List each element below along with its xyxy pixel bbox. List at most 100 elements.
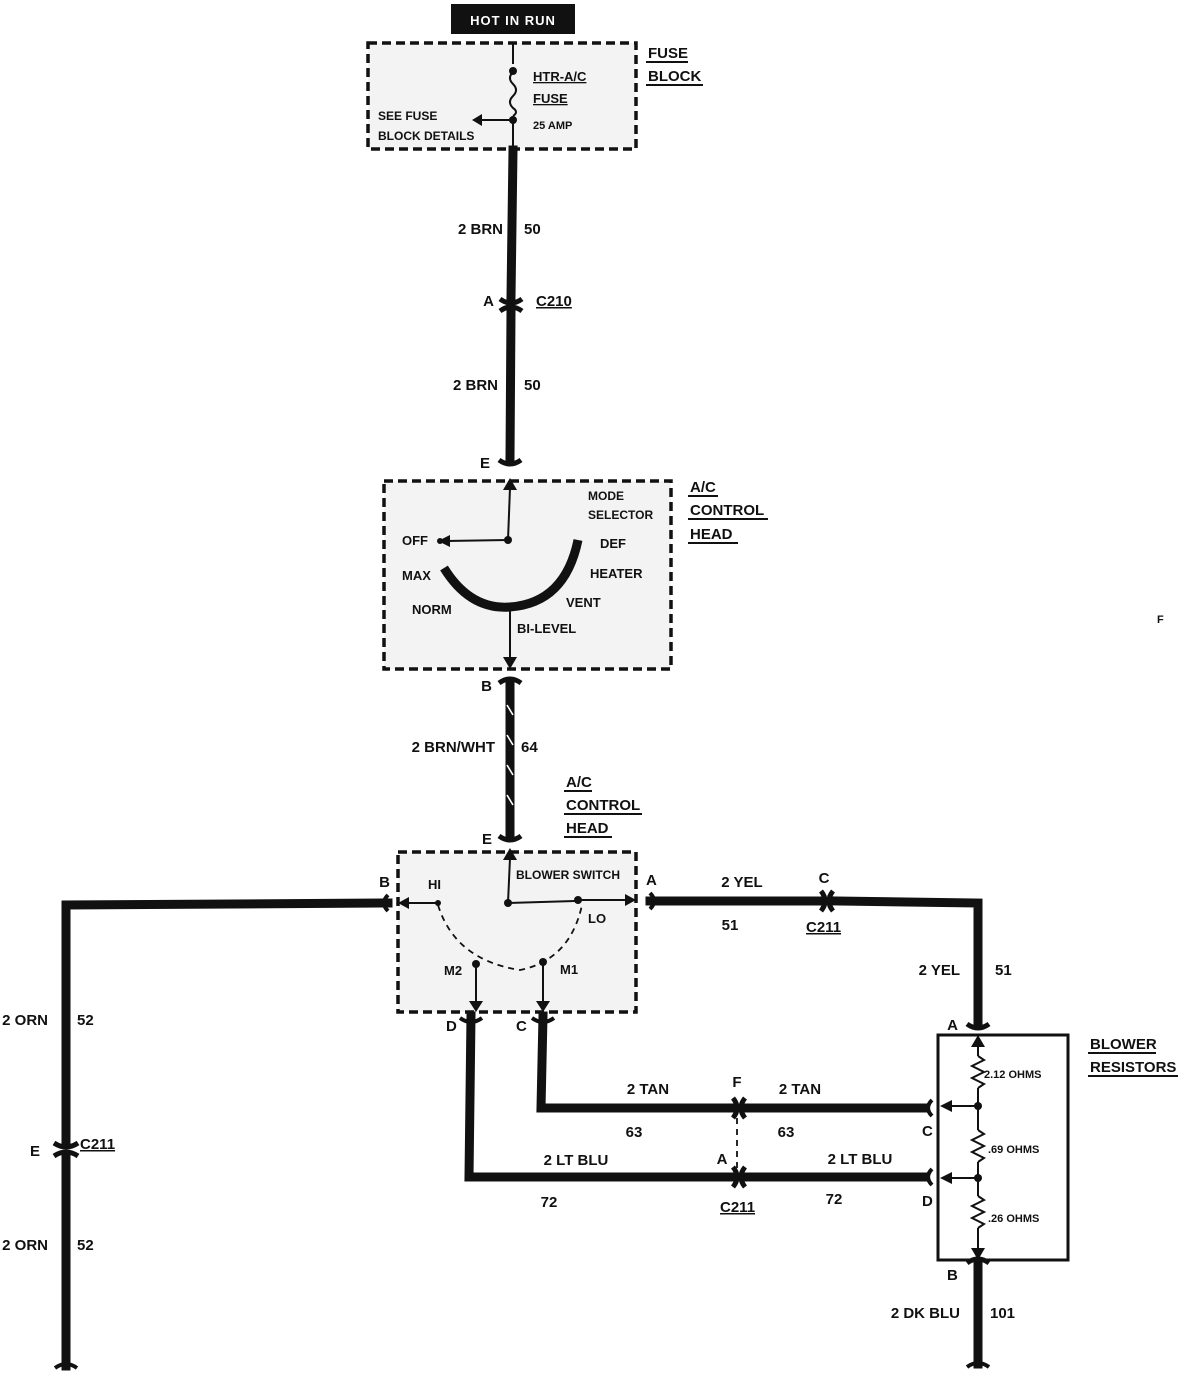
- mode-pin-e: E: [480, 455, 490, 472]
- fuse-name-line2: FUSE: [533, 91, 568, 106]
- wire-101-circuit: 101: [990, 1305, 1015, 1322]
- connector-c211-c: C C211: [806, 870, 841, 936]
- fuse-block: HTR-A/C FUSE 25 AMP SEE FUSE BLOCK DETAI…: [366, 41, 638, 151]
- mode-pin-b: B: [481, 678, 492, 695]
- resistor-2-icon: [969, 1129, 987, 1163]
- fuse-rating: 25 AMP: [533, 120, 572, 132]
- mode-head-title-2: CONTROL: [690, 502, 764, 519]
- wire-50-lower: [505, 307, 516, 463]
- connector-c210: A C210: [483, 293, 572, 314]
- arrow-down-icon: [536, 1001, 550, 1012]
- c211-label-left: C211: [80, 1136, 115, 1153]
- wire-51-circuit-side: 51: [995, 962, 1012, 979]
- blower-pin-d: D: [446, 1018, 457, 1035]
- hot-in-run-label: HOT IN RUN: [470, 13, 556, 28]
- fuse-block-title-2: BLOCK: [648, 68, 701, 85]
- resistor-3-icon: [969, 1195, 987, 1229]
- mode-pos-max: MAX: [402, 568, 431, 583]
- wire-51-circuit-top: 51: [722, 917, 739, 934]
- see-fuse-details-line2: BLOCK DETAILS: [378, 129, 474, 143]
- blower-pos-m2: M2: [444, 963, 462, 978]
- blower-pin-e: E: [482, 831, 492, 848]
- wire-50-color-upper: 2 BRN: [458, 221, 503, 238]
- arrow-down-icon: [469, 1001, 483, 1012]
- blower-head-title-1: A/C: [566, 774, 592, 791]
- arrow-up-icon: [503, 478, 517, 490]
- resistor-pin-c: C: [922, 1123, 933, 1140]
- blower-switch-path: [437, 904, 583, 971]
- blower-pin-a: A: [646, 872, 657, 889]
- resistors-title-2: RESISTORS: [1090, 1059, 1176, 1076]
- wire-64-circuit: 64: [521, 739, 538, 756]
- arrow-left-icon: [472, 114, 482, 126]
- wire-64-stripe: [506, 704, 514, 806]
- wire-63-left: [536, 1011, 735, 1113]
- resistor-1-value: 2.12 OHMS: [984, 1069, 1041, 1081]
- wire-63-circuit-left: 63: [626, 1124, 643, 1141]
- arrow-up-icon: [971, 1035, 985, 1047]
- wire-72-color-right: 2 LT BLU: [828, 1151, 893, 1168]
- resistor-2-value: .69 OHMS: [988, 1144, 1039, 1156]
- wire-101-color: 2 DK BLU: [891, 1305, 960, 1322]
- wire-52-circuit-upper: 52: [77, 1012, 94, 1029]
- wire-51-color-top: 2 YEL: [721, 874, 762, 891]
- wire-51-color-side: 2 YEL: [919, 962, 960, 979]
- mode-head-title-1: A/C: [690, 479, 716, 496]
- stray-mark: F: [1157, 614, 1164, 626]
- wire-50-color-lower: 2 BRN: [453, 377, 498, 394]
- blower-pos-m1: M1: [560, 962, 578, 977]
- wire-50-circuit-lower: 50: [524, 377, 541, 394]
- wire-52-color-upper: 2 ORN: [2, 1012, 48, 1029]
- arrow-down-icon: [971, 1248, 985, 1260]
- blower-pin-b: B: [379, 874, 390, 891]
- blower-pos-lo: LO: [588, 911, 606, 926]
- blower-switch-label: BLOWER SWITCH: [516, 868, 620, 882]
- wire-72-circuit-right: 72: [826, 1191, 843, 1208]
- fuse-name-line1: HTR-A/C: [533, 69, 587, 84]
- mode-selector-arc: [440, 539, 583, 612]
- blower-switch-head: BLOWER SWITCH HI LO M2 M1: [396, 848, 638, 1014]
- resistor-pin-a: A: [947, 1017, 958, 1034]
- resistor-3-value: .26 OHMS: [988, 1213, 1039, 1225]
- c211-pin-c: C: [819, 870, 830, 887]
- wire-63-circuit-right: 63: [778, 1124, 795, 1141]
- wire-72-circuit-left: 72: [541, 1194, 558, 1211]
- see-fuse-details-line1: SEE FUSE: [378, 109, 437, 123]
- wire-63-color-right: 2 TAN: [779, 1081, 821, 1098]
- connector-c211-e: E C211: [30, 1136, 115, 1160]
- blower-pin-c: C: [516, 1018, 527, 1035]
- connector-c211-a: A C211: [717, 1151, 755, 1216]
- blower-head-title-3: HEAD: [566, 820, 609, 837]
- c211-pin-e: E: [30, 1143, 40, 1160]
- wire-51-right: [831, 896, 983, 1027]
- selector-pointer-icon: [438, 535, 450, 547]
- mode-pos-vent: VENT: [566, 595, 601, 610]
- arrow-left-icon: [940, 1100, 952, 1112]
- arrow-right-icon: [625, 894, 636, 906]
- wire-50-circuit-upper: 50: [524, 221, 541, 238]
- mode-head-title-3: HEAD: [690, 526, 733, 543]
- blower-pos-hi: HI: [428, 877, 441, 892]
- wire-72-color-left: 2 LT BLU: [544, 1152, 609, 1169]
- wire-72-left: [464, 1011, 735, 1182]
- c211-label-top: C211: [806, 919, 841, 936]
- wire-63-color-left: 2 TAN: [627, 1081, 669, 1098]
- mode-selector-label-2: SELECTOR: [588, 508, 653, 522]
- wire-50-upper: [506, 145, 518, 302]
- wire-64-color: 2 BRN/WHT: [412, 739, 495, 756]
- wire-52-circuit-lower: 52: [77, 1237, 94, 1254]
- c210-label: C210: [536, 293, 572, 310]
- resistor-pin-d: D: [922, 1193, 933, 1210]
- c211-pin-f: F: [732, 1074, 741, 1091]
- mode-pos-def: DEF: [600, 536, 626, 551]
- wire-52-color-lower: 2 ORN: [2, 1237, 48, 1254]
- mode-pos-norm: NORM: [412, 602, 452, 617]
- arrow-up-icon: [503, 848, 517, 860]
- arrow-left-icon: [940, 1172, 952, 1184]
- mode-pos-off: OFF: [402, 533, 428, 548]
- mode-pos-heater: HEATER: [590, 566, 643, 581]
- c211-label-bottom: C211: [720, 1199, 755, 1216]
- mode-selector-label-1: MODE: [588, 489, 624, 503]
- resistor-pin-b: B: [947, 1267, 958, 1284]
